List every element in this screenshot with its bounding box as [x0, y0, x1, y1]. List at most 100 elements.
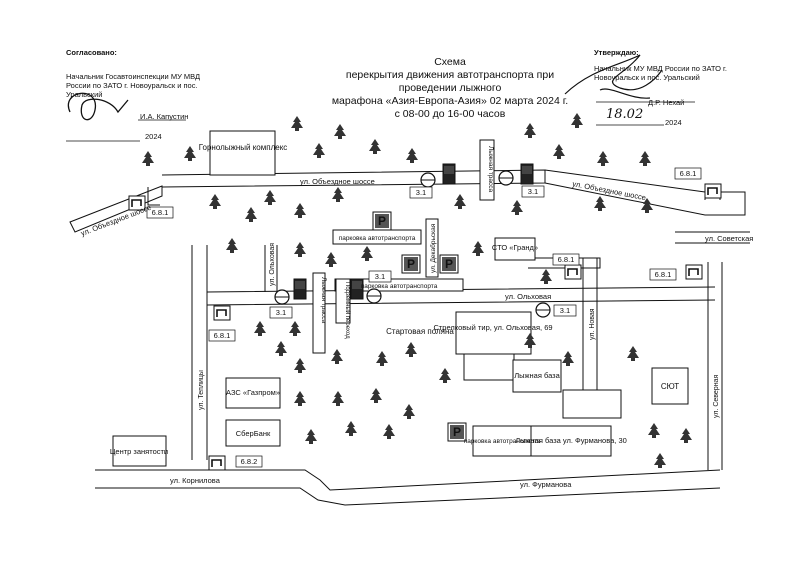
building-shooting-range	[455, 311, 532, 355]
page-title: Схема перекрытия движения автотранспорта…	[320, 56, 580, 121]
label-ski-base: Лыжная база	[514, 371, 560, 380]
building-shooting-range-annex	[463, 353, 515, 381]
label-shooting-range: Стрелковый тир, ул. Ольховая, 69	[433, 323, 552, 332]
building-azs	[225, 377, 281, 409]
label-sberbank: СберБанк	[236, 429, 271, 438]
label-employment-center: Центр занятости	[110, 447, 168, 456]
title-line: марафона «Азия-Европа-Азия» 02 марта 202…	[331, 95, 569, 107]
label-ski-track-top: Лыжная трасса	[487, 146, 494, 193]
road-obezdnoe-right	[544, 169, 746, 216]
sign-6-8-2-label: 6.8.2	[241, 457, 258, 466]
place-labels: Горнолыжный комплекс Стартовая поляна СТ…	[110, 143, 679, 456]
no-entry-sign-icon	[274, 289, 290, 305]
approval-right-name: Д.Р. Нехай	[648, 98, 685, 107]
sign-3-1-label: 3.1	[416, 188, 426, 197]
street-label-teplitsy: ул. Теплицы	[198, 370, 205, 410]
sign-6-8-1-label: 6.8.1	[680, 169, 697, 178]
road-network	[69, 169, 750, 506]
label-start-field: Стартовая поляна	[386, 327, 454, 336]
sign-3-1-label: 3.1	[528, 187, 538, 196]
detour-sign-icon	[564, 264, 582, 280]
underground-crossing-box	[335, 278, 351, 324]
approval-right-year: 2024	[665, 118, 682, 127]
sign-labels: 3.1 3.1 3.1 3.1 3.1 6.8.1 6.8.1 6.8.1 6.…	[128, 167, 722, 471]
street-label-dekabristov: ул. Декабрьская	[429, 223, 437, 273]
sign-3-1-label: 3.1	[276, 308, 286, 317]
street-label-olkhovaya-vertical: ул. Ольховая	[269, 243, 276, 286]
label-ski-base-furmanova: Лыжная база ул. Фурманова, 30	[515, 436, 627, 445]
title-line: с 08-00 до 16-00 часов	[394, 108, 506, 120]
building-ski-complex	[209, 130, 276, 176]
signature-right	[564, 54, 695, 126]
label-azs: АЗС «Газпром»	[226, 388, 280, 397]
approval-left-year: 2024	[145, 132, 162, 141]
approval-left-name: И.А. Капустин	[140, 112, 189, 121]
approval-left-label: Согласовано:	[66, 48, 117, 57]
building-ski-base	[512, 359, 562, 393]
label-underground-crossing: Подземный переход	[344, 282, 351, 339]
ski-track-mid-box	[312, 272, 326, 354]
street-label-novaya: ул. Новая	[589, 308, 596, 340]
parking-sign-text: P	[453, 425, 461, 439]
sign-6-8-1-label: 6.8.1	[558, 255, 575, 264]
street-label-obezdnoe-left: ул. Объездное шоссе	[79, 203, 152, 238]
label-ski-complex: Горнолыжный комплекс	[199, 143, 288, 152]
building-sberbank	[225, 419, 281, 447]
detour-sign-icon	[208, 455, 226, 471]
detour-sign-icon	[685, 264, 703, 280]
label-parking-top: парковка автотранспорта	[339, 235, 416, 242]
no-entry-sign-icon	[420, 172, 436, 188]
label-ski-track-mid: Лыжная трасса	[320, 277, 327, 324]
ski-track-top-box	[479, 139, 495, 201]
street-label-obezdnoe-top: ул. Объездное шоссе	[300, 177, 375, 186]
sign-6-8-1-label: 6.8.1	[655, 270, 672, 279]
approval-right-label: Утверждаю:	[594, 48, 639, 57]
building-employment-center	[112, 435, 167, 467]
dekabristov-box	[425, 218, 439, 278]
truck-barrier-icon	[293, 278, 307, 300]
truck-barrier-icon	[442, 163, 456, 185]
street-label-kornilova: ул. Корнилова	[170, 476, 221, 485]
no-entry-sign-icon	[498, 170, 514, 186]
sign-6-8-1-label: 6.8.1	[214, 331, 231, 340]
building-syut	[651, 367, 689, 405]
sign-6-8-1-label: 6.8.1	[152, 208, 169, 217]
sign-3-1-label: 3.1	[375, 272, 385, 281]
label-syut: СЮТ	[661, 382, 679, 391]
detour-sign-icon	[213, 305, 231, 321]
street-label-furmanova: ул. Фурманова	[520, 480, 572, 489]
building-ski-base-annex	[562, 389, 622, 419]
parking-icon: P	[401, 254, 421, 274]
no-entry-sign-icon	[366, 288, 382, 304]
building-sto	[494, 237, 536, 261]
street-label-severnaya: ул. Северная	[713, 375, 720, 418]
street-label-olkhovaya: ул. Ольховая	[505, 292, 551, 301]
parking-icon: P	[439, 254, 459, 274]
parking-sign-text: P	[445, 257, 453, 271]
approval-left-position: Начальник Госавтоинспекции МУ МВД России…	[66, 72, 201, 99]
detour-sign-icon	[704, 183, 722, 199]
parking-signs: P P P P	[372, 211, 467, 442]
sign-3-1-label: 3.1	[560, 306, 570, 315]
parking-icon: P	[447, 422, 467, 442]
label-sto-grand: СТО «Гранд»	[492, 243, 538, 252]
parking-sign-text: P	[407, 257, 415, 271]
label-parking-bottom: парковка автотранспорта	[464, 438, 541, 445]
truck-barrier-icon	[520, 163, 534, 185]
approval-right-handwritten-date: 18.02	[606, 107, 644, 122]
title-line: Схема	[434, 56, 466, 68]
parking-mid-box	[334, 278, 464, 292]
street-label-sovetskaya: ул. Советская	[705, 234, 753, 243]
parking-sign-text: P	[378, 214, 386, 228]
approval-right-position: Начальник МУ МВД России по ЗАТО г. Новоу…	[594, 64, 727, 82]
title-line: перекрытия движения автотранспорта при п…	[345, 69, 555, 94]
building-ski-base-furmanova	[530, 425, 612, 457]
road-obezdnoe-top	[161, 169, 546, 188]
signature-left	[66, 92, 186, 142]
buildings	[112, 130, 689, 467]
no-entry-sign-icon	[535, 302, 551, 318]
parking-icon: P	[372, 211, 392, 231]
label-parking-mid: парковка автотранспорта	[361, 283, 438, 290]
